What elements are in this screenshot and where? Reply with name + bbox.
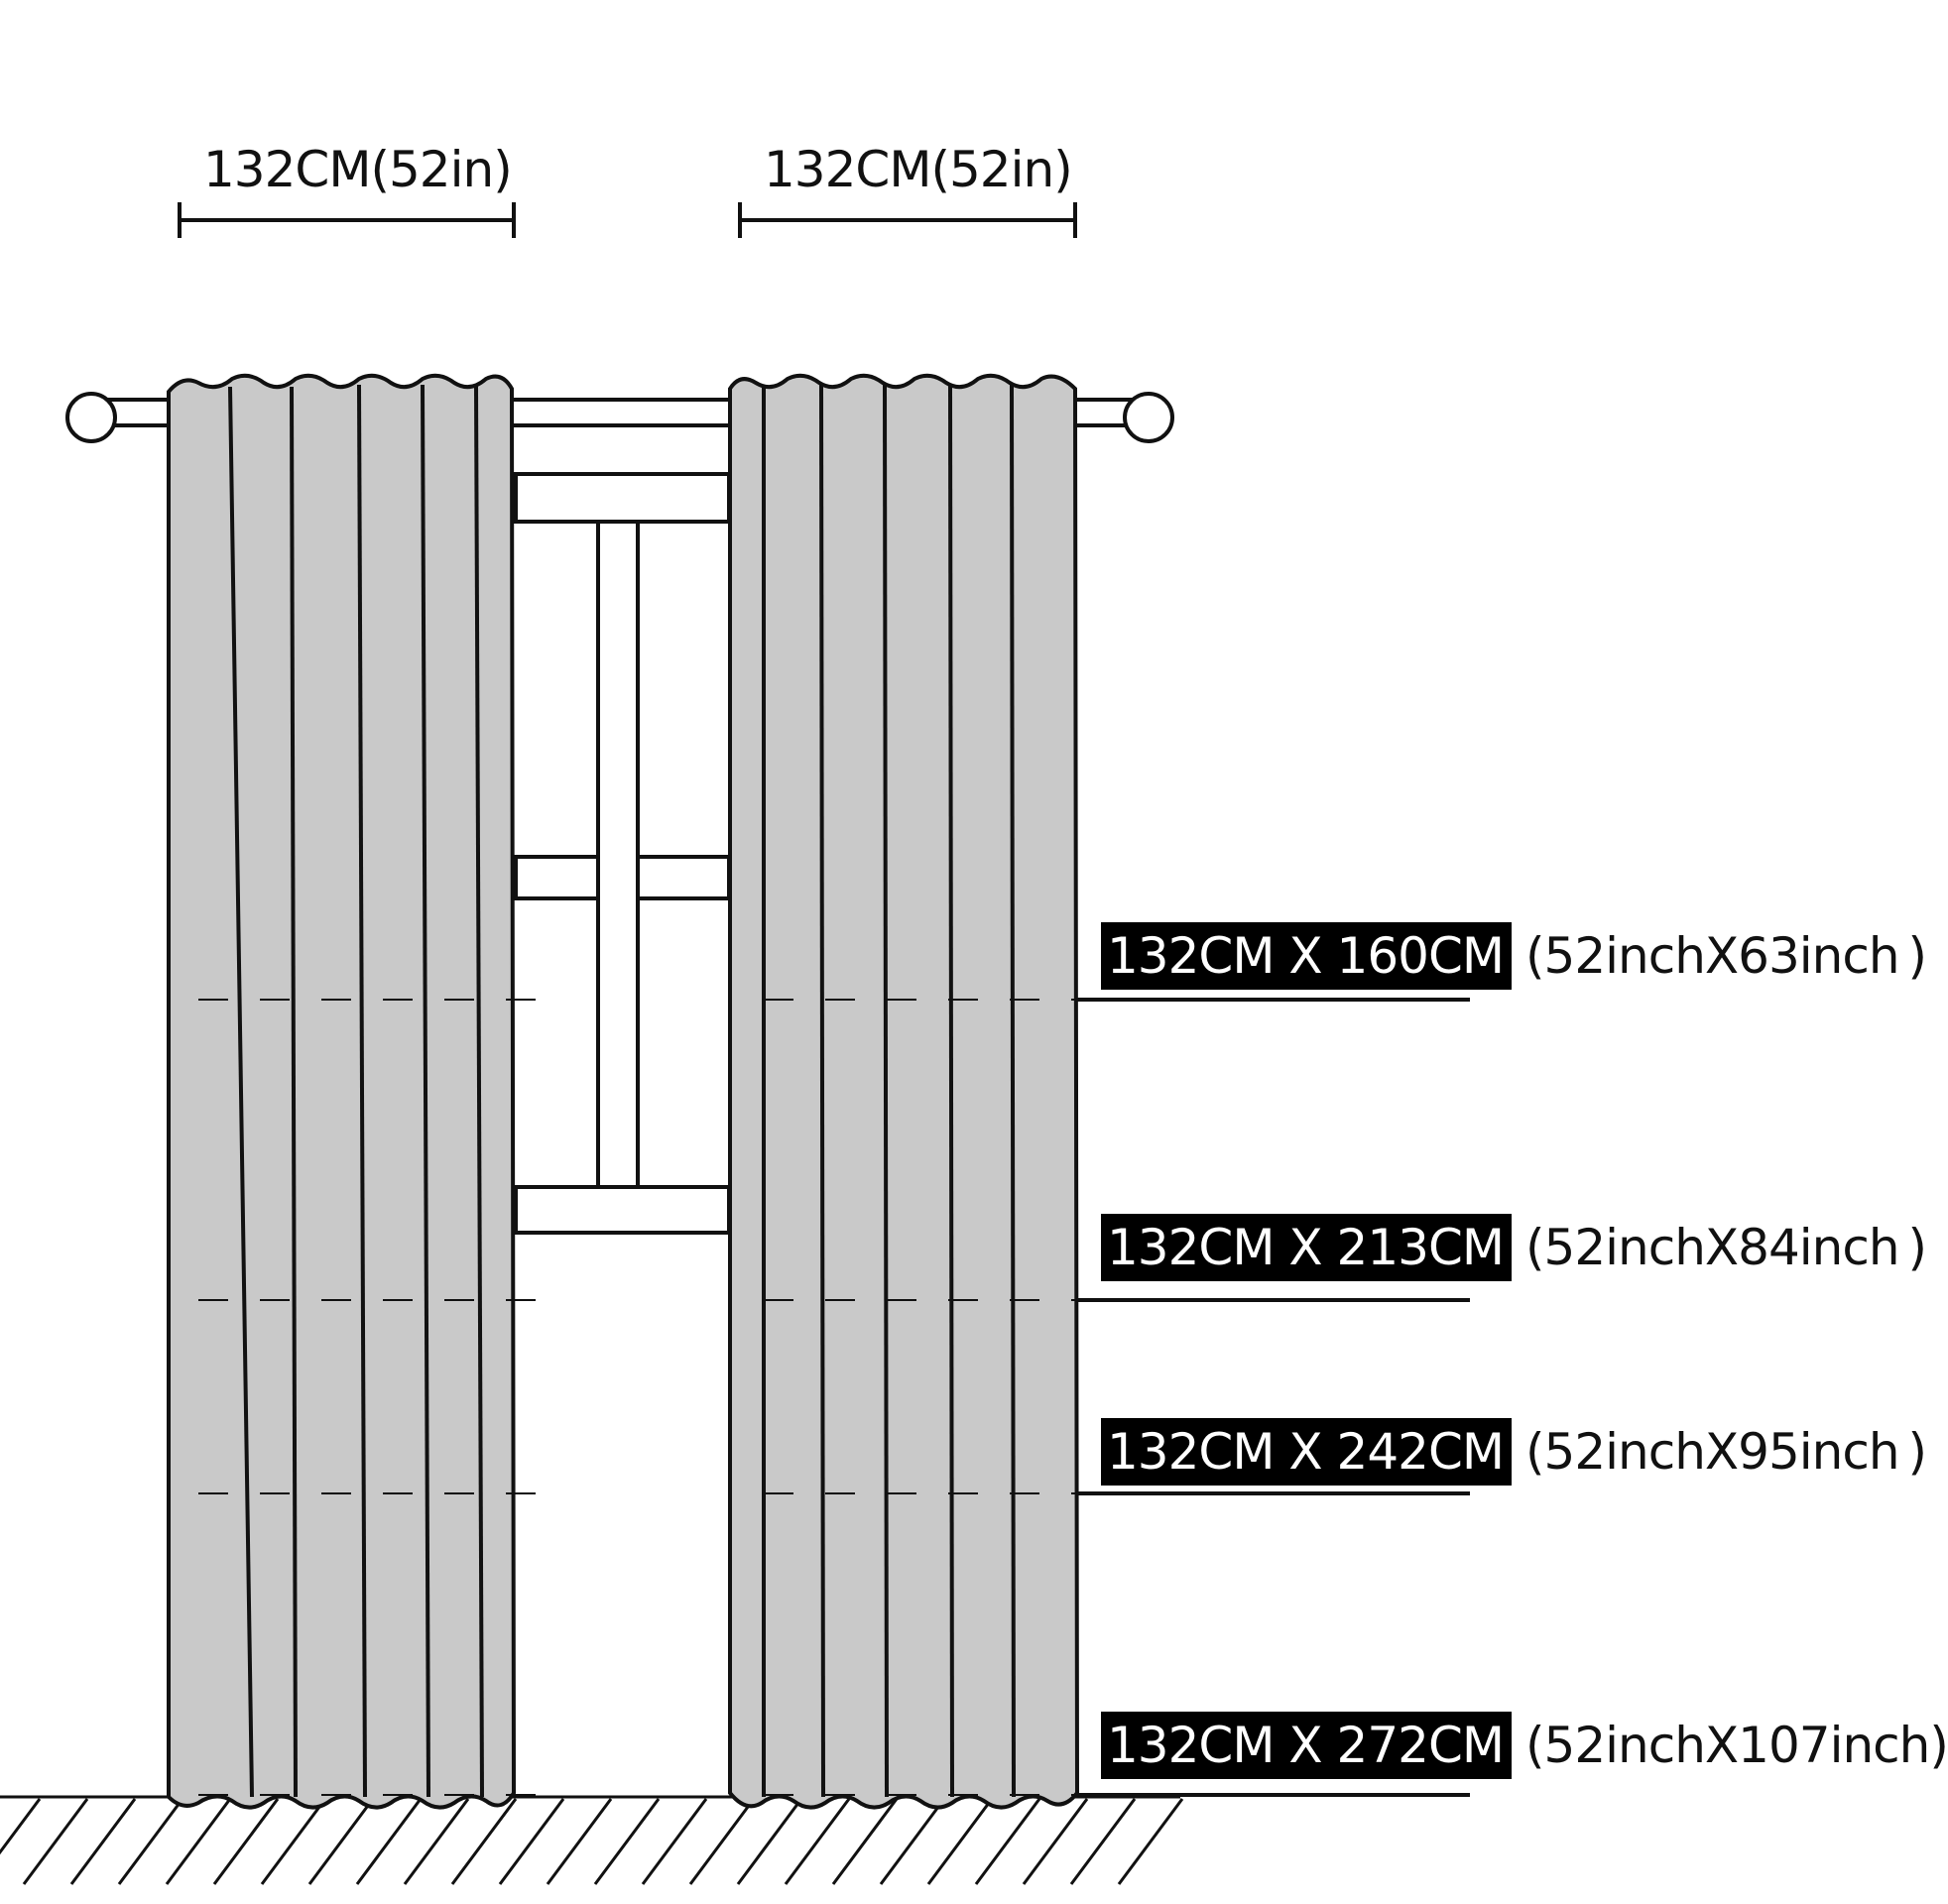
floor-hatch-line bbox=[22, 1798, 89, 1885]
floor-hatch-line bbox=[593, 1798, 661, 1885]
size-option-213: 132CM X 213CM (52inchX84inch ) bbox=[1101, 1208, 1927, 1287]
floor-hatch-line bbox=[974, 1798, 1041, 1885]
floor-hatch-line bbox=[117, 1798, 184, 1885]
length-markers bbox=[198, 998, 1470, 1797]
floor-hatch-line bbox=[831, 1798, 899, 1885]
floor-hatch-line bbox=[1117, 1798, 1184, 1885]
floor-hatch-line bbox=[546, 1798, 613, 1885]
right-curtain-panel bbox=[728, 373, 1080, 1810]
size-option-160: 132CM X 160CM (52inchX63inch ) bbox=[1101, 916, 1927, 996]
size-cm-label: 132CM X 160CM bbox=[1101, 922, 1513, 990]
floor-hatch-line bbox=[641, 1798, 708, 1885]
size-inch-label: (52inchX107inch) bbox=[1525, 1717, 1948, 1774]
size-cm-label: 132CM X 272CM bbox=[1101, 1712, 1513, 1779]
size-option-272: 132CM X 272CM (52inchX107inch) bbox=[1101, 1706, 1948, 1785]
floor-hatch-line bbox=[403, 1798, 470, 1885]
floor-hatch-line bbox=[260, 1798, 327, 1885]
left-width-label: 132CM(52in) bbox=[203, 141, 513, 198]
floor-hatch-line bbox=[1069, 1798, 1137, 1885]
floor-hatch-line bbox=[165, 1798, 232, 1885]
floor-hatch-line bbox=[212, 1798, 280, 1885]
floor-hatch-line bbox=[307, 1798, 375, 1885]
floor-hatch-line bbox=[0, 1798, 42, 1855]
floor-hatch-line bbox=[450, 1798, 518, 1885]
right-width-label: 132CM(52in) bbox=[764, 141, 1073, 198]
size-cm-label: 132CM X 213CM bbox=[1101, 1214, 1513, 1281]
size-inch-label: (52inchX95inch ) bbox=[1525, 1423, 1927, 1481]
size-cm-label: 132CM X 242CM bbox=[1101, 1418, 1513, 1486]
size-inch-label: (52inchX84inch ) bbox=[1525, 1219, 1927, 1276]
floor-hatch-line bbox=[688, 1798, 756, 1885]
left-width-dimension bbox=[178, 202, 516, 238]
right-width-dimension bbox=[738, 202, 1077, 238]
size-inch-label: (52inchX63inch ) bbox=[1525, 927, 1927, 985]
floor-hatch-line bbox=[498, 1798, 565, 1885]
floor-hatch-line bbox=[69, 1798, 137, 1885]
floor-hatch-line bbox=[784, 1798, 851, 1885]
floor-hatch-line bbox=[355, 1798, 423, 1885]
size-option-242: 132CM X 242CM (52inchX95inch ) bbox=[1101, 1412, 1927, 1491]
floor-hatch-line bbox=[926, 1798, 994, 1885]
curtain-size-diagram: 132CM(52in) 132CM(52in) 132CM X 160CM (5… bbox=[0, 141, 1948, 1885]
window-frame bbox=[514, 472, 731, 1235]
floor-hatch-line bbox=[1022, 1798, 1089, 1885]
left-curtain-panel bbox=[167, 373, 517, 1810]
floor bbox=[0, 1795, 1184, 1885]
floor-hatch-line bbox=[736, 1798, 803, 1885]
floor-hatch-line bbox=[879, 1798, 946, 1885]
curtain-illustration bbox=[0, 202, 1470, 1885]
